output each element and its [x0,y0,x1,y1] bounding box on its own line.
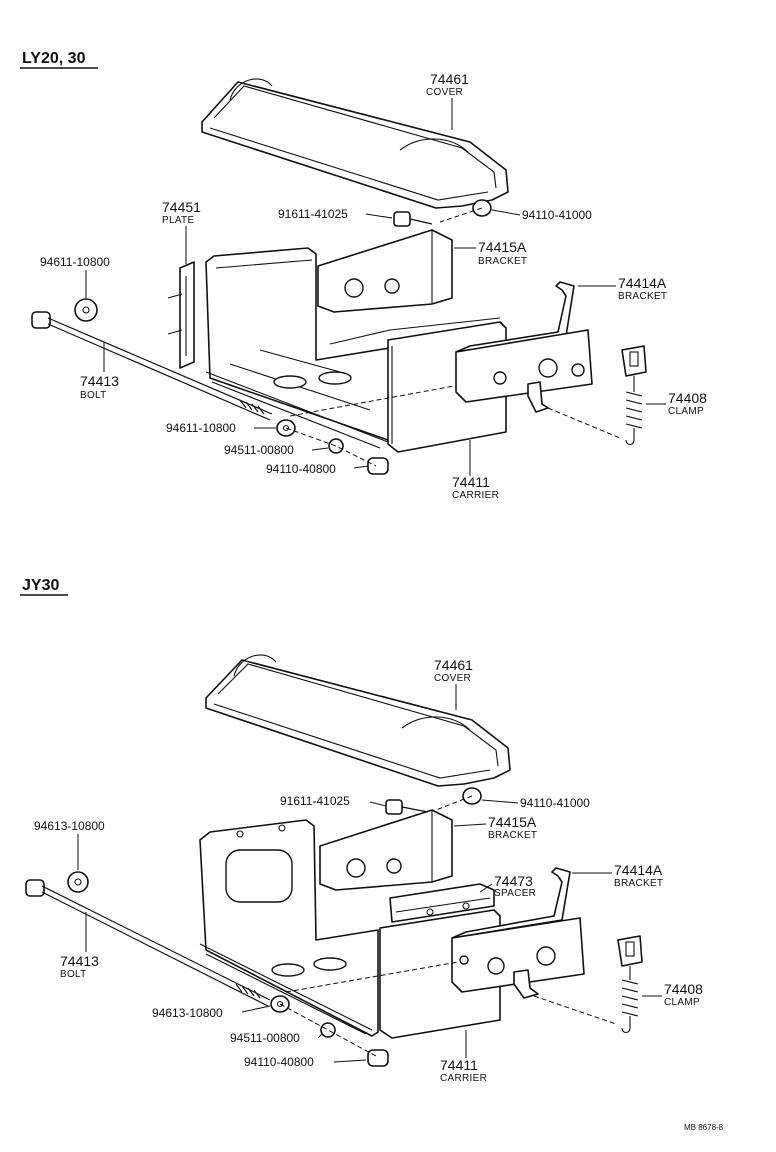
callout-spacer: 74473 SPACER [479,873,536,899]
bracket-b-drawing [451,867,585,999]
callout-number: 74461 [430,71,469,87]
section-title: JY30 [22,577,59,594]
callout-name: CARRIER [452,490,499,501]
callout-bracket-a: 74415A BRACKET [454,239,527,267]
callout-name: CLAMP [668,406,704,417]
callout-name: BRACKET [478,256,527,267]
part-number: 94611-10800 [40,255,110,269]
bracket-a-drawing [319,809,453,891]
part-number: 94110-40800 [266,462,336,476]
bolt-drawing [31,311,273,421]
callout-name: PLATE [162,215,194,226]
callout-carrier: 74411 CARRIER [440,1030,487,1084]
pn-lock-washer: 94511-00800 [224,443,329,457]
callout-number: 74473 [494,873,533,889]
callout-plate: 74451 PLATE [162,199,201,264]
part-number: 94611-10800 [166,421,236,435]
callout-name: BRACKET [618,291,667,302]
callout-name: COVER [426,87,463,98]
part-number: 94110-40800 [244,1055,314,1069]
bracket-b-drawing [455,281,593,413]
callout-clamp: 74408 CLAMP [642,981,703,1008]
callout-number: 74408 [664,981,703,997]
pn-washer-mid: 94611-10800 [166,421,276,435]
callout-bolt: 74413 BOLT [80,342,119,401]
callout-name: CLAMP [664,997,700,1008]
callout-name: SPACER [494,888,536,899]
callout-number: 74414A [618,275,667,291]
callout-number: 74414A [614,862,663,878]
callout-bolt: 74413 BOLT [60,912,99,980]
bracket-a-drawing [317,229,453,313]
callout-clamp: 74408 CLAMP [646,390,707,417]
callout-bracket-b: 74414A BRACKET [578,275,667,302]
pn-nut-bottom: 94110-40800 [266,462,369,476]
section-jy30: JY30 [20,577,703,1084]
callout-carrier: 74411 CARRIER [452,440,499,501]
callout-cover: 74461 COVER [434,657,473,710]
callout-number: 74415A [488,814,537,830]
callout-name: COVER [434,673,471,684]
callout-number: 74451 [162,199,201,215]
pn-nut-bottom: 94110-40800 [244,1055,367,1069]
part-number: 94613-10800 [34,819,105,833]
section-ly20-30: LY20, 30 [20,50,707,501]
part-number: 94110-41000 [520,796,590,810]
callout-name: BOLT [80,390,107,401]
callout-number: 74411 [452,474,490,490]
bolt-drawing [25,879,271,1007]
part-number: 91611-41025 [280,794,350,808]
hardware-drawing [67,787,482,1067]
hardware-drawing [74,199,492,475]
cover-drawing [205,654,511,787]
callout-name: BOLT [60,969,87,980]
cover-drawing [201,78,509,209]
part-number: 91611-41025 [278,207,348,221]
callout-name: CARRIER [440,1073,487,1084]
callout-bracket-a: 74415A BRACKET [453,814,537,841]
pn-washer-left: 94611-10800 [40,255,110,298]
callout-cover: 74461 COVER [426,71,469,130]
pn-top-nut: 94110-41000 [491,208,592,222]
part-number: 94511-00800 [224,443,294,457]
callout-number: 74413 [80,373,119,389]
plate-drawing [167,261,195,369]
callout-number: 74461 [434,657,473,673]
callout-number: 74411 [440,1057,478,1073]
part-number: 94613-10800 [152,1006,223,1020]
part-number: 94110-41000 [522,208,592,222]
carrier-drawing [199,819,501,1039]
pn-screw: 91611-41025 [278,207,393,221]
pn-washer-left: 94613-10800 [34,819,105,870]
clamp-drawing [533,935,643,1034]
callout-number: 74415A [478,239,527,255]
callout-bracket-b: 74414A BRACKET [572,862,663,889]
pn-screw: 91611-41025 [280,794,387,808]
callout-number: 74413 [60,953,99,969]
drawing-reference: MB 8678-8 [684,1123,724,1132]
part-number: 94511-00800 [230,1031,300,1045]
pn-lock-washer: 94511-00800 [230,1031,323,1045]
pn-top-nut: 94110-41000 [481,796,590,810]
callout-name: BRACKET [488,830,537,841]
pn-washer-mid: 94613-10800 [152,1005,271,1020]
clamp-drawing [547,345,647,446]
callout-name: BRACKET [614,878,663,889]
callout-number: 74408 [668,390,707,406]
section-title: LY20, 30 [22,50,86,67]
